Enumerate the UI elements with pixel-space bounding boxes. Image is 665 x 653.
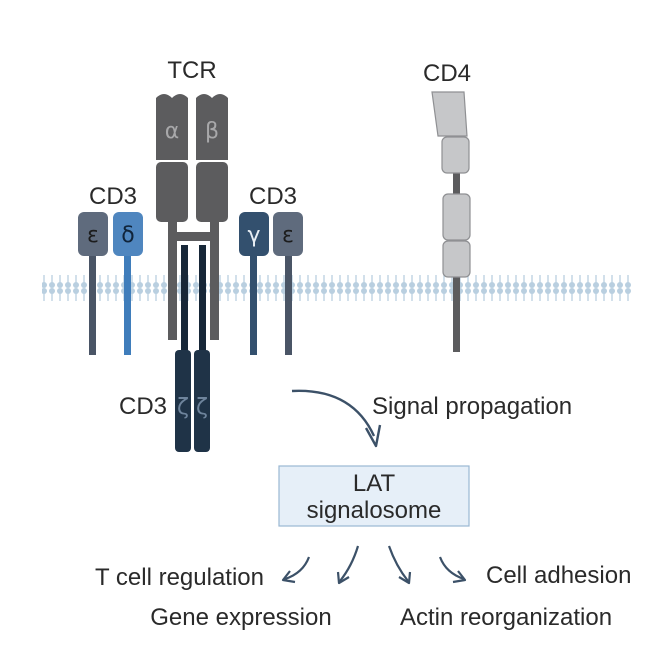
cd4-coreceptor (431, 91, 471, 352)
tcr-alpha-symbol: α (165, 119, 180, 144)
epsilon-left-symbol: ε (87, 223, 99, 248)
cell-membrane (42, 266, 632, 302)
tcr-label: TCR (167, 57, 216, 84)
cell-adhesion-label: Cell adhesion (486, 562, 631, 589)
delta-symbol: δ (121, 223, 134, 248)
t-cell-regulation-label: T cell regulation (95, 564, 264, 591)
cd3-delta (113, 212, 143, 256)
tcr-alpha-chain (156, 94, 188, 160)
signal-propagation-label: Signal propagation (372, 393, 572, 420)
tcr-complex: α β (156, 94, 228, 340)
epsilon-right-symbol: ε (282, 223, 294, 248)
cd3-stalks (89, 255, 292, 355)
lat-label-line2: signalosome (307, 497, 442, 524)
cd3-left-label: CD3 (89, 183, 137, 210)
tcr-beta-chain (196, 94, 228, 160)
cd3-gamma (239, 212, 269, 256)
cd3-zeta-label: CD3 (119, 393, 167, 420)
tcr-beta-symbol: β (205, 119, 219, 144)
zeta-symbol-2: ζ (196, 395, 208, 420)
gene-expression-label: Gene expression (150, 604, 331, 631)
lat-signalosome-box (278, 465, 470, 527)
cd3-right-label: CD3 (249, 183, 297, 210)
cd4-label: CD4 (423, 60, 471, 87)
down-arrow-icon (281, 545, 467, 585)
cd3-epsilon-right (273, 212, 303, 256)
cd3-epsilon-left (78, 212, 108, 256)
cd3-zeta-dimer: ζ ζ (175, 245, 210, 452)
cd3-domains: ε δ γ ε (78, 212, 303, 256)
gamma-symbol: γ (247, 223, 260, 248)
zeta-symbol-1: ζ (177, 395, 189, 420)
lat-label-line1: LAT (353, 470, 396, 497)
curved-arrow-icon (291, 389, 382, 448)
actin-reorganization-label: Actin reorganization (400, 604, 612, 631)
